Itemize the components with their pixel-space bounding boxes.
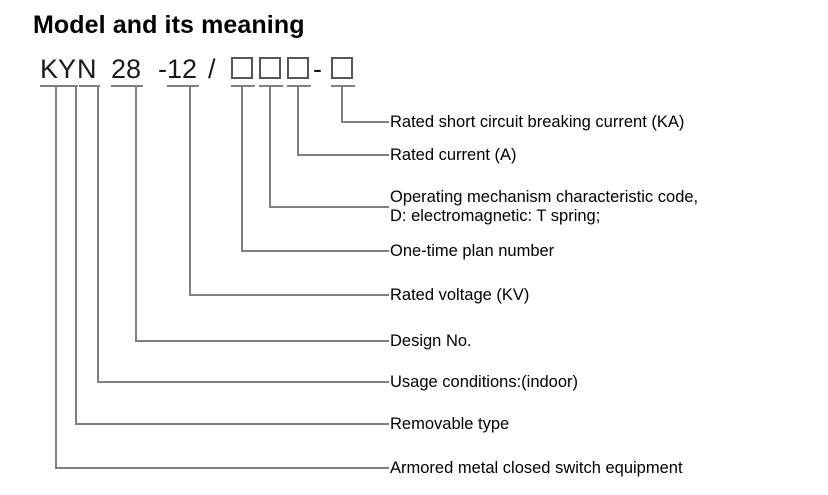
callout-label-rated-voltage: Rated voltage (KV) bbox=[390, 286, 529, 305]
callout-label-armored-metal-closed-switch-equipment: Armored metal closed switch equipment bbox=[390, 459, 683, 478]
model-code-separator: - bbox=[313, 54, 322, 84]
callout-label-line1: Design No. bbox=[390, 332, 472, 350]
model-code-placeholder-box bbox=[259, 57, 281, 79]
callout-label-line1: One-time plan number bbox=[390, 242, 555, 260]
model-code-token: 28 bbox=[111, 54, 142, 84]
callout-label-line1: Rated voltage (KV) bbox=[390, 286, 530, 304]
callout-label-line2: D: electromagnetic: T spring; bbox=[390, 207, 601, 225]
model-code-token: N bbox=[77, 54, 97, 84]
callout-label-line1: Rated short circuit breaking current (KA… bbox=[390, 113, 685, 131]
model-code-placeholder-box bbox=[287, 57, 309, 79]
callout-label-rated-current: Rated current (A) bbox=[390, 146, 517, 165]
model-code-token: -12 bbox=[158, 54, 198, 84]
model-code-token: / bbox=[208, 54, 216, 84]
model-code-token: K bbox=[40, 54, 59, 84]
model-code-placeholder-box bbox=[231, 57, 253, 79]
callout-label-operating-mechanism-characteristic-code: Operating mechanism characteristic code,… bbox=[390, 188, 698, 226]
callout-label-usage-conditions: Usage conditions:(indoor) bbox=[390, 373, 578, 392]
model-code-token: Y bbox=[58, 54, 77, 84]
callout-label-line1: Removable type bbox=[390, 415, 510, 433]
callout-label-line1: Rated current (A) bbox=[390, 146, 517, 164]
model-code-placeholder-box bbox=[331, 57, 353, 79]
callout-label-rated-short-circuit-breaking-current: Rated short circuit breaking current (KA… bbox=[390, 113, 684, 132]
callout-label-design-no: Design No. bbox=[390, 332, 472, 351]
callout-label-line1: Operating mechanism characteristic code, bbox=[390, 188, 699, 206]
callout-label-line1: Usage conditions:(indoor) bbox=[390, 373, 579, 391]
page-title: Model and its meaning bbox=[33, 11, 305, 39]
callout-label-line1: Armored metal closed switch equipment bbox=[390, 459, 683, 477]
callout-label-one-time-plan-number: One-time plan number bbox=[390, 242, 554, 261]
callout-label-removable-type: Removable type bbox=[390, 415, 509, 434]
